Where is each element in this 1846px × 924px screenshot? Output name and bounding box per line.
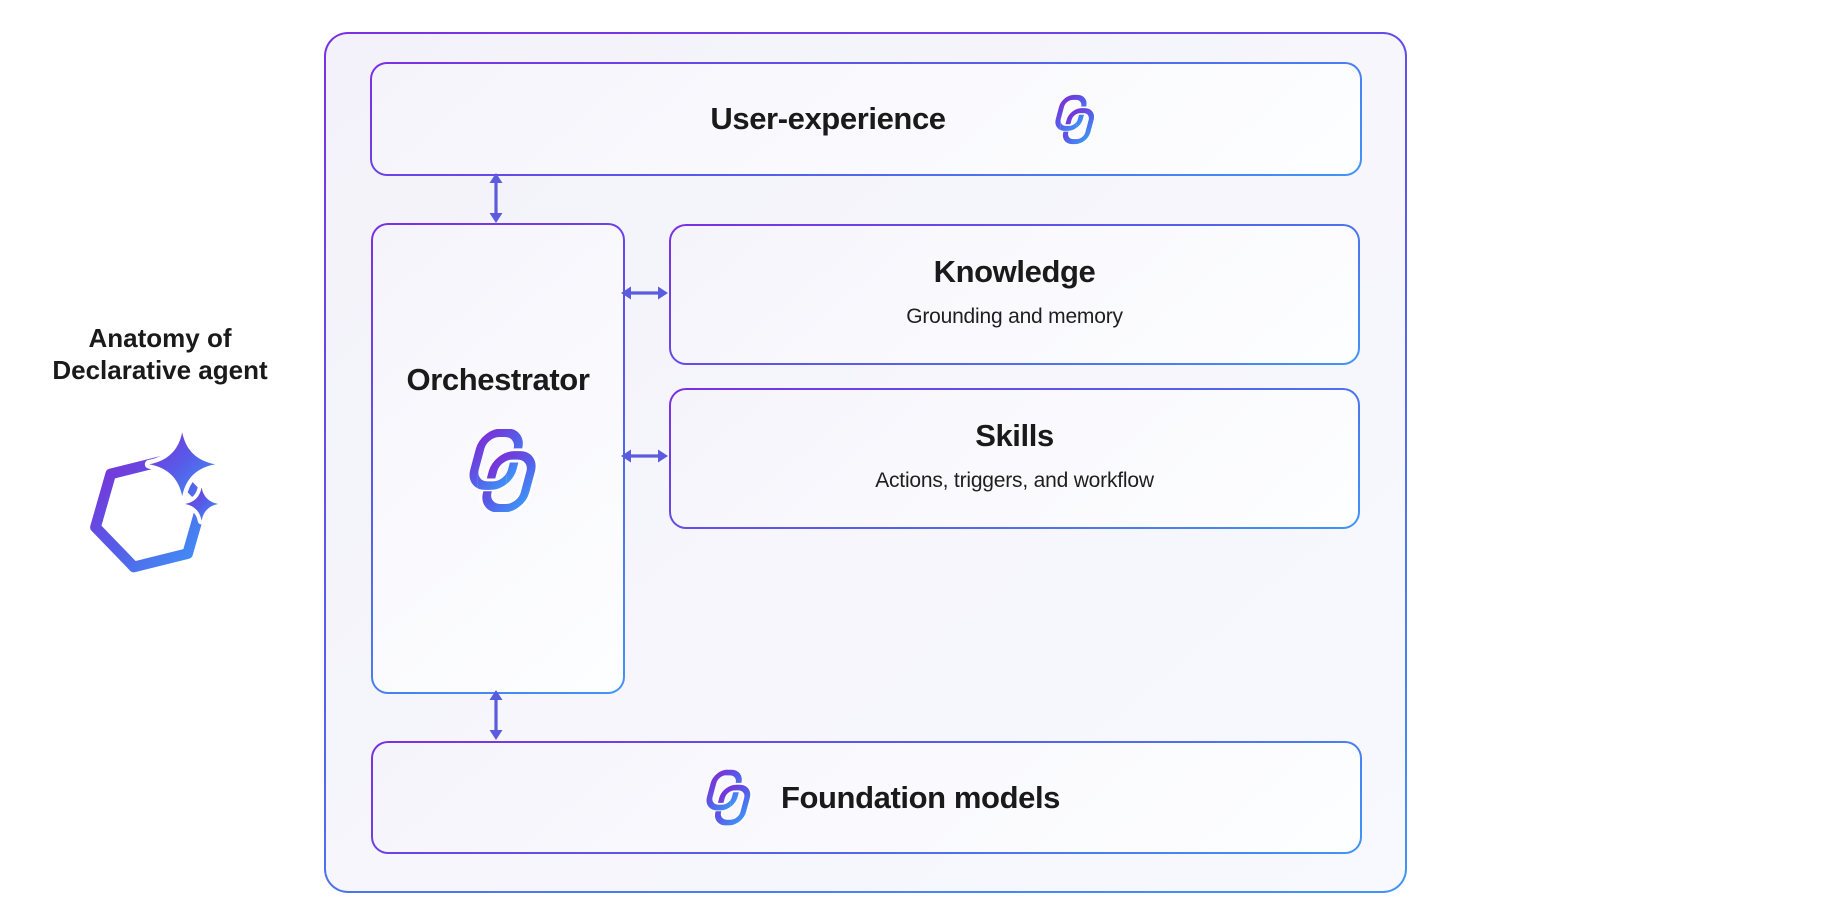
- knowledge-subtitle: Grounding and memory: [906, 305, 1123, 328]
- skills-box: Skills Actions, triggers, and workflow: [669, 388, 1360, 529]
- copilot-icon: [1047, 94, 1100, 145]
- caption-line-2: Declarative agent: [52, 355, 268, 385]
- orchestrator-title: Orchestrator: [406, 362, 590, 397]
- knowledge-title: Knowledge: [933, 254, 1096, 289]
- diagram-caption: Anatomy of Declarative agent: [20, 322, 300, 386]
- user-experience-title: User-experience: [710, 101, 946, 136]
- foundation-models-title: Foundation models: [780, 779, 1061, 815]
- declarative-agent-icon: [88, 431, 222, 581]
- foundation-models-box: Foundation models: [371, 741, 1362, 854]
- skills-title: Skills: [975, 418, 1054, 453]
- copilot-icon: [455, 429, 546, 512]
- user-experience-box: User-experience: [370, 62, 1362, 176]
- arrow-ux-orchestrator: [489, 173, 503, 223]
- orchestrator-box: Orchestrator: [371, 223, 625, 694]
- arrow-orchestrator-foundation: [489, 690, 503, 740]
- copilot-icon: [697, 769, 757, 826]
- arrow-orchestrator-knowledge: [621, 286, 668, 300]
- arrow-orchestrator-skills: [621, 449, 668, 463]
- knowledge-box: Knowledge Grounding and memory: [669, 224, 1360, 365]
- caption-line-1: Anatomy of: [88, 323, 232, 353]
- skills-subtitle: Actions, triggers, and workflow: [875, 469, 1154, 492]
